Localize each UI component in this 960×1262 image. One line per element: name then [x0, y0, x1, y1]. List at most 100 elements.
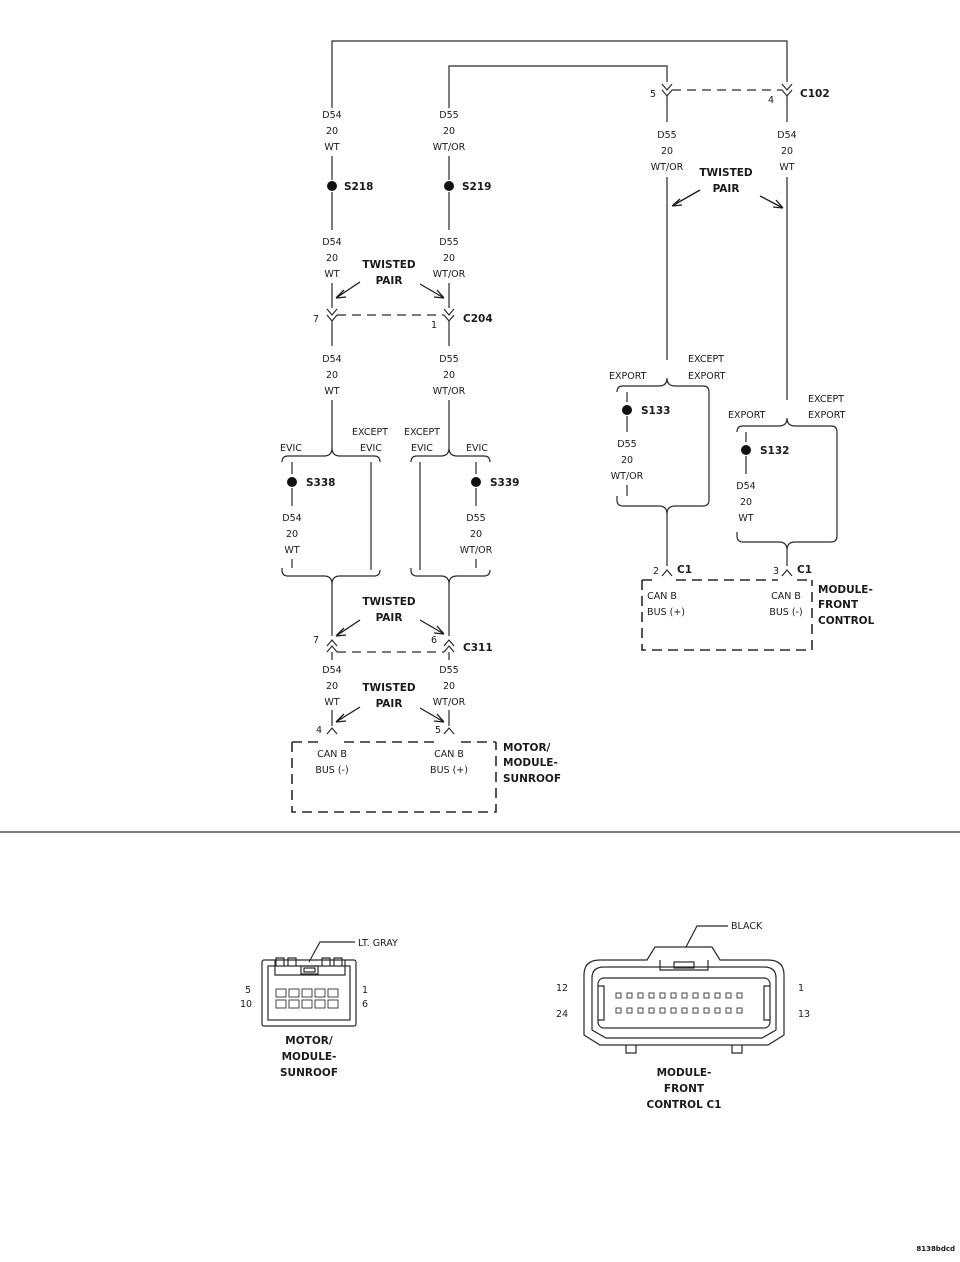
s132-region: EXPORT EXCEPT EXPORT S132 D54 20 WT — [728, 394, 846, 566]
left-branch-top: D54 20 WT D55 20 WT/OR S218 S219 D54 20 … — [322, 110, 491, 308]
svg-text:EXCEPT: EXCEPT — [352, 427, 388, 438]
fcm-pin-grid — [615, 992, 743, 1014]
wire-color: WT — [779, 162, 794, 173]
svg-text:20: 20 — [443, 253, 455, 264]
s133-splice-dot — [622, 405, 632, 415]
svg-text:20: 20 — [326, 370, 338, 381]
svg-text:WT/OR: WT/OR — [433, 697, 466, 708]
svg-text:10: 10 — [240, 999, 252, 1010]
svg-text:SUNROOF: SUNROOF — [280, 1067, 338, 1079]
c1-right-pin: 3 — [773, 566, 779, 577]
top-loop-wires — [331, 40, 788, 108]
c204-connector: 7 1 C204 — [313, 308, 493, 331]
svg-text:PAIR: PAIR — [376, 612, 403, 624]
svg-text:WT: WT — [284, 545, 299, 556]
svg-text:WT: WT — [324, 269, 339, 280]
svg-text:WT/OR: WT/OR — [433, 142, 466, 153]
svg-text:SUNROOF: SUNROOF — [503, 773, 561, 785]
svg-text:7: 7 — [313, 635, 319, 646]
svg-text:CAN B: CAN B — [434, 749, 464, 760]
svg-text:1: 1 — [431, 320, 437, 331]
svg-text:PAIR: PAIR — [713, 183, 740, 195]
c102-d55-wire-label: D55 20 WT/OR — [651, 130, 684, 173]
below-c204-wires: D54 20 WT D55 20 WT/OR — [322, 321, 466, 448]
motor-module-sunroof: CAN B BUS (-) CAN B BUS (+) MOTOR/ MODUL… — [291, 741, 561, 813]
svg-text:BUS (-): BUS (-) — [315, 765, 348, 776]
svg-text:D55: D55 — [439, 354, 458, 365]
svg-text:20: 20 — [326, 253, 338, 264]
export-label: EXPORT — [808, 410, 846, 421]
svg-text:EVIC: EVIC — [411, 443, 433, 454]
s338-region: EVIC EXCEPT EVIC S338 D54 20 WT — [280, 427, 388, 585]
svg-text:WT/OR: WT/OR — [460, 545, 493, 556]
c102-d54-wire-label: D54 20 WT — [777, 130, 796, 173]
svg-text:MOTOR/: MOTOR/ — [285, 1035, 333, 1047]
export-label: EXPORT — [609, 371, 647, 382]
svg-text:24: 24 — [556, 1009, 568, 1020]
s133-label: S133 — [641, 405, 670, 417]
export-label: EXPORT — [728, 410, 766, 421]
svg-text:EXCEPT: EXCEPT — [404, 427, 440, 438]
svg-text:20: 20 — [443, 126, 455, 137]
s339-splice-dot — [471, 477, 481, 487]
sunroof-connector-view: LT. GRAY 5 10 1 6 MOTOR/ MODULE- SUNROOF — [240, 938, 398, 1079]
svg-text:1: 1 — [798, 983, 804, 994]
fcm-color-label: BLACK — [731, 921, 763, 932]
svg-text:D54: D54 — [736, 481, 755, 492]
s218-splice-dot — [327, 181, 337, 191]
fcm-c1-connector-view: BLACK 12 24 1 13 MODULE- FRONT CONTROL C… — [556, 921, 810, 1111]
svg-text:1: 1 — [362, 985, 368, 996]
svg-text:WT: WT — [324, 142, 339, 153]
c102-pin-d54: 4 — [768, 95, 774, 106]
svg-text:20: 20 — [326, 126, 338, 137]
s218-label: S218 — [344, 181, 373, 193]
svg-text:BUS (-): BUS (-) — [769, 607, 802, 618]
svg-text:MOTOR/: MOTOR/ — [503, 742, 551, 754]
svg-text:MODULE-: MODULE- — [818, 584, 873, 596]
svg-text:D54: D54 — [322, 665, 341, 676]
svg-text:WT: WT — [324, 697, 339, 708]
svg-text:TWISTED: TWISTED — [362, 682, 416, 694]
svg-text:20: 20 — [443, 681, 455, 692]
svg-text:20: 20 — [443, 370, 455, 381]
s339-label: S339 — [490, 477, 519, 489]
svg-text:WT/OR: WT/OR — [433, 269, 466, 280]
svg-text:D55: D55 — [439, 110, 458, 121]
s132-splice-dot — [741, 445, 751, 455]
c1-left-pin: 2 — [653, 566, 659, 577]
c102-connector: 5 4 C102 — [650, 83, 830, 106]
svg-text:D55: D55 — [439, 237, 458, 248]
sunroof-pin-grid — [275, 988, 339, 1009]
twisted-pair-label-c204: TWISTED PAIR — [335, 259, 445, 299]
svg-text:20: 20 — [326, 681, 338, 692]
svg-text:7: 7 — [313, 314, 319, 325]
svg-text:WT/OR: WT/OR — [611, 471, 644, 482]
below-c311-wires: D54 20 WT D55 20 WT/OR TWISTED PAIR 4 5 — [316, 652, 466, 736]
wire-circuit: D54 — [777, 130, 796, 141]
svg-text:EVIC: EVIC — [466, 443, 488, 454]
c102-label: C102 — [800, 88, 830, 100]
svg-text:CONTROL C1: CONTROL C1 — [647, 1099, 722, 1111]
svg-text:D54: D54 — [282, 513, 301, 524]
s132-label: S132 — [760, 445, 789, 457]
wire-circuit: D55 — [657, 130, 676, 141]
svg-text:CAN B: CAN B — [647, 591, 677, 602]
sunroof-color-label: LT. GRAY — [358, 938, 398, 949]
above-c311-wires: TWISTED PAIR — [331, 584, 450, 637]
c311-connector: 7 6 C311 — [313, 635, 493, 654]
s339-region: EXCEPT EVIC EVIC S339 D55 20 WT/OR — [404, 427, 519, 585]
s338-label: S338 — [306, 477, 335, 489]
c204-label: C204 — [463, 313, 493, 325]
svg-text:D54: D54 — [322, 354, 341, 365]
svg-text:D54: D54 — [322, 237, 341, 248]
svg-text:TWISTED: TWISTED — [362, 596, 416, 608]
wire-gauge: 20 — [661, 146, 673, 157]
svg-text:D55: D55 — [617, 439, 636, 450]
svg-text:BUS (+): BUS (+) — [647, 607, 685, 618]
svg-text:12: 12 — [556, 983, 568, 994]
figure-id: 8138bdcd — [916, 1245, 955, 1253]
except-label: EXCEPT — [808, 394, 844, 405]
c1-left-label: C1 — [677, 564, 692, 576]
